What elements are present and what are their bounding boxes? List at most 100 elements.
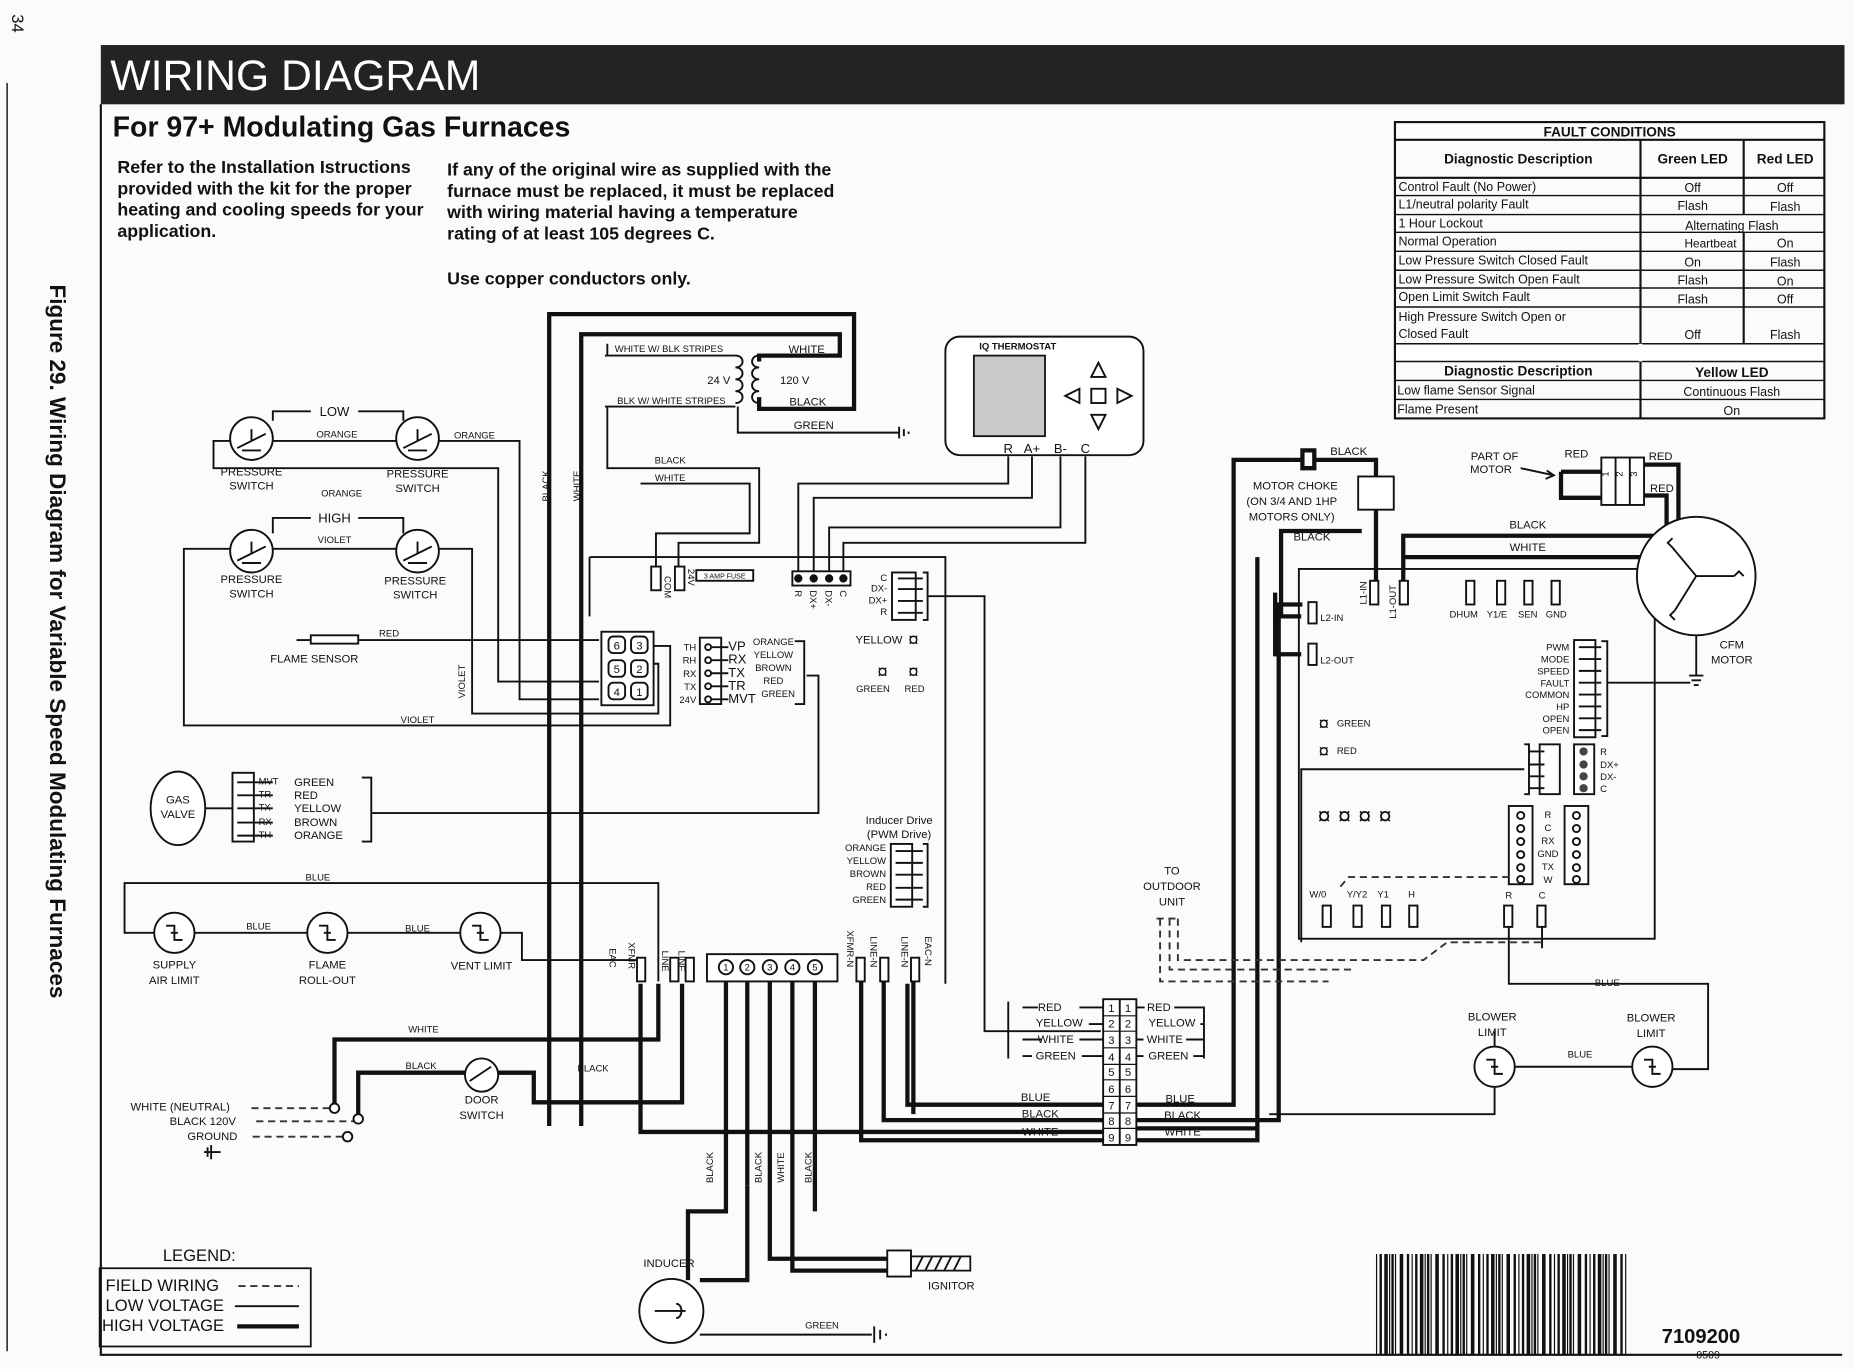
barcode-bar: [1450, 1254, 1454, 1355]
wire-label: WHITE: [1038, 1034, 1075, 1046]
terminal-label: SEN: [1518, 610, 1538, 621]
svg-text:Off: Off: [1684, 328, 1701, 342]
col-header: Yellow LED: [1695, 365, 1769, 380]
fuse-label: 3 AMP FUSE: [704, 572, 746, 580]
wire-label: BLACK: [705, 1151, 716, 1183]
svg-text:Flash: Flash: [1770, 256, 1801, 270]
pin-label: TH: [259, 830, 272, 841]
pin-label: RH: [683, 656, 697, 667]
barcode-bar: [1391, 1254, 1394, 1355]
barcode-bar: [1584, 1254, 1588, 1355]
note-line: If any of the original wire as supplied …: [447, 159, 831, 179]
pressure-switch-icon: [395, 416, 440, 461]
thermostat-screen: [972, 354, 1046, 438]
terminal-label: L1-OUT: [1388, 585, 1399, 619]
pin-label: DX+: [1600, 760, 1619, 771]
barcode-bar: [1477, 1254, 1481, 1355]
pin-label: C: [837, 590, 848, 597]
blower-limit-icon: [1473, 1045, 1516, 1088]
barcode-bar: [1384, 1254, 1388, 1355]
label: LIMIT: [1637, 1028, 1666, 1040]
wire-label: WHITE: [776, 1152, 787, 1183]
limit-switches: BLUE BLUE BLUE SUPPLY AIR LIMIT FLAME RO…: [123, 873, 660, 987]
ignitor-icon: [886, 1249, 972, 1278]
barcode-bar: [1572, 1254, 1575, 1355]
wire-label: BLUE: [1568, 1049, 1593, 1060]
svg-text:3: 3: [1108, 1035, 1114, 1047]
barcode-bar: [1491, 1254, 1495, 1355]
wire-label: RED: [1038, 1002, 1062, 1014]
ignitor-label: IGNITOR: [928, 1281, 975, 1293]
blower-motor: BLACK MOTOR CHOKE (ON 3/4 AND 1HP MOTORS…: [1246, 446, 1757, 687]
wire-label: WHITE: [655, 473, 686, 484]
wire-label: ORANGE: [316, 429, 357, 440]
ground-icon: [873, 1326, 888, 1343]
pin-label: DX+: [869, 595, 888, 606]
page-subtitle: For 97+ Modulating Gas Furnaces: [113, 111, 571, 143]
led-label: RED: [1337, 746, 1357, 757]
barcode-bar: [1482, 1254, 1484, 1355]
legend-low-voltage: LOW VOLTAGE: [106, 1296, 224, 1315]
pin-label: TH: [684, 643, 697, 654]
pin-label: 1: [723, 963, 728, 974]
terminal-label: LINE: [659, 951, 670, 972]
wire-label: WHITE: [1147, 1034, 1184, 1046]
power-input: WHITE (NEUTRAL) BLACK 120V GROUND WHITE …: [130, 983, 685, 1160]
wire-label: BLUE: [1595, 978, 1620, 989]
label: (PWM Drive): [867, 829, 932, 841]
led-label: RED: [905, 684, 925, 695]
led-red-icon: ¤: [908, 662, 919, 683]
barcode-bar: [1495, 1254, 1497, 1355]
barcode-bar: [1399, 1254, 1404, 1355]
wire-label: BLUE: [246, 921, 271, 932]
pin-label: 4: [614, 687, 620, 699]
coil-24v-icon: [735, 354, 744, 404]
pin-label: W: [1543, 875, 1552, 886]
barcode-bar: [1498, 1254, 1501, 1355]
barcode-bar: [1521, 1254, 1525, 1355]
terminal-label: B-: [1054, 441, 1067, 456]
pin-label: 3: [636, 641, 642, 653]
svg-text:8: 8: [1125, 1116, 1131, 1128]
wire-label: YELLOW: [294, 803, 341, 815]
pin-label: 3: [1629, 471, 1640, 476]
barcode-bar: [1602, 1254, 1604, 1355]
terminal-label: H: [1408, 889, 1415, 900]
wire-label: BLACK: [1330, 446, 1367, 458]
label: PRESSURE: [387, 469, 449, 481]
terminal-label: C: [1539, 890, 1546, 901]
frame: [99, 104, 1843, 1356]
pin-label: R: [1545, 810, 1552, 821]
wire-label: YELLOW: [754, 650, 794, 661]
svg-text:1: 1: [1125, 1003, 1131, 1015]
terminal-label: GND: [1546, 610, 1567, 621]
vent-limit-icon: [459, 911, 502, 954]
arrow-keys-icon[interactable]: [1063, 360, 1134, 432]
label: BLACK 120V: [170, 1116, 237, 1128]
flame-rollout-icon: [306, 911, 349, 954]
note-line: furnace must be replaced, it must be rep…: [447, 181, 834, 201]
pin-label: OPEN: [1542, 726, 1569, 737]
select-button[interactable]: [1090, 387, 1107, 404]
note-line: rating of at least 105 degrees C.: [447, 223, 715, 243]
svg-text:7: 7: [1125, 1100, 1131, 1112]
pin-label: TX: [684, 682, 697, 693]
wire-label: WHITE: [1164, 1127, 1201, 1139]
svg-text:3: 3: [1125, 1035, 1131, 1047]
side-caption: Figure 29. Wiring Diagram for Variable S…: [45, 284, 70, 998]
pin-label: GND: [1537, 849, 1558, 860]
svg-text:Open Limit Switch Fault: Open Limit Switch Fault: [1399, 290, 1531, 304]
svg-text:Heartbeat: Heartbeat: [1684, 237, 1737, 251]
note-line: provided with the kit for the proper: [117, 178, 411, 198]
barcode-bar: [1620, 1254, 1623, 1355]
svg-text:Flash: Flash: [1770, 328, 1801, 342]
page-title: WIRING DIAGRAM: [110, 52, 480, 100]
svg-text:1 Hour Lockout: 1 Hour Lockout: [1399, 217, 1484, 231]
label: MOTOR CHOKE: [1253, 481, 1338, 493]
date-code: 0509: [1696, 1349, 1720, 1361]
wire-label: BLACK: [541, 470, 552, 502]
